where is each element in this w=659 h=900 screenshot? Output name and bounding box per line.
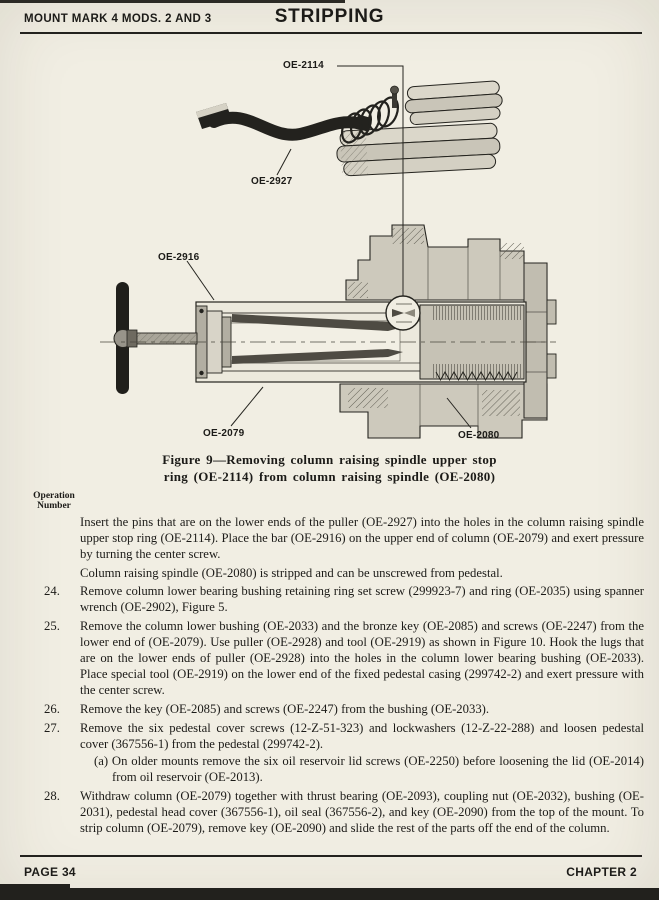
page-number: PAGE 34	[24, 865, 76, 879]
part-label-column: OE-2079	[203, 428, 245, 439]
operation-number	[44, 565, 80, 581]
figure-9-diagram: OE-2114 OE-2927 OE-2916 OE-2079 OE-2080	[0, 40, 659, 452]
pedestal-lower-casting	[339, 383, 548, 439]
operation-text: Remove column lower bearing bushing reta…	[80, 584, 644, 615]
operation-text: Insert the pins that are on the lower en…	[80, 515, 644, 562]
figure-caption-line1: Figure 9—Removing column raising spindle…	[162, 452, 497, 467]
operation-item-continuation-2: Column raising spindle (OE-2080) is stri…	[44, 565, 644, 581]
pedestal-right-flange	[523, 262, 557, 419]
diagram-illustration	[100, 65, 557, 439]
header-rule	[20, 32, 642, 35]
chapter-label: CHAPTER 2	[566, 865, 637, 879]
part-label-upper-stop-ring: OE-2114	[283, 60, 324, 71]
column-raising-spindle	[419, 304, 525, 382]
footer-rule	[20, 855, 642, 858]
operation-number: 28.	[44, 788, 60, 803]
operation-text: Remove the column lower bushing (OE-2033…	[80, 619, 644, 698]
operations-list: Insert the pins that are on the lower en…	[44, 514, 644, 836]
operation-text: Withdraw column (OE-2079) together with …	[80, 788, 644, 835]
puller-rods	[232, 314, 403, 364]
t-handle	[113, 282, 138, 394]
operation-number: 24.	[44, 584, 60, 599]
operation-item-26: 26. Remove the key (OE-2085) and screws …	[44, 701, 644, 717]
puller-spring-coil	[341, 85, 399, 144]
operation-text: Remove the six pedestal cover screws (12…	[80, 720, 644, 785]
operation-number: 25.	[44, 619, 60, 634]
header-mount-designation: MOUNT MARK 4 MODS. 2 AND 3	[24, 13, 212, 25]
figure-caption: Figure 9—Removing column raising spindle…	[0, 452, 659, 485]
stop-ring-grip-blocks-upper	[404, 80, 503, 126]
scan-edge-top	[0, 0, 345, 3]
operation-heading-line2: Number	[37, 500, 71, 511]
operation-number-heading: Operation Number	[26, 491, 82, 512]
operation-text: Remove the key (OE-2085) and screws (OE-…	[80, 702, 490, 717]
figure-caption-line2: ring (OE-2114) from column raising spind…	[163, 468, 496, 484]
operation-item-24: 24. Remove column lower bearing bushing …	[44, 583, 644, 615]
operation-item-27: 27. Remove the six pedestal cover screws…	[44, 720, 644, 785]
operation-heading-line1: Operation	[33, 491, 75, 501]
part-label-bar: OE-2916	[158, 252, 200, 263]
operation-number	[44, 514, 80, 562]
operation-number: 27.	[44, 720, 60, 735]
detail-circle	[385, 295, 421, 331]
puller-wrench-bar	[196, 103, 372, 141]
part-label-column-raising-spindle: OE-2080	[458, 430, 500, 441]
operation-item-25: 25. Remove the column lower bushing (OE-…	[44, 618, 644, 698]
scan-edge-bottom	[0, 888, 659, 900]
operation-text: Column raising spindle (OE-2080) is stri…	[80, 565, 503, 580]
part-label-puller: OE-2927	[251, 176, 293, 187]
pedestal-upper-casting	[345, 224, 548, 301]
operation-subitem-a: (a) On older mounts remove the six oil r…	[94, 753, 644, 784]
operation-text-content: Remove the six pedestal cover screws (12…	[80, 720, 644, 751]
operation-number: 26.	[44, 702, 60, 717]
operation-item-28: 28. Withdraw column (OE-2079) together w…	[44, 788, 644, 836]
stop-ring-grip-blocks-lower	[336, 122, 501, 177]
operation-item-continuation-1: Insert the pins that are on the lower en…	[44, 514, 644, 562]
leader-lines	[186, 65, 472, 429]
page-title: STRIPPING	[274, 6, 385, 27]
scan-edge-bottom-left	[0, 884, 70, 900]
